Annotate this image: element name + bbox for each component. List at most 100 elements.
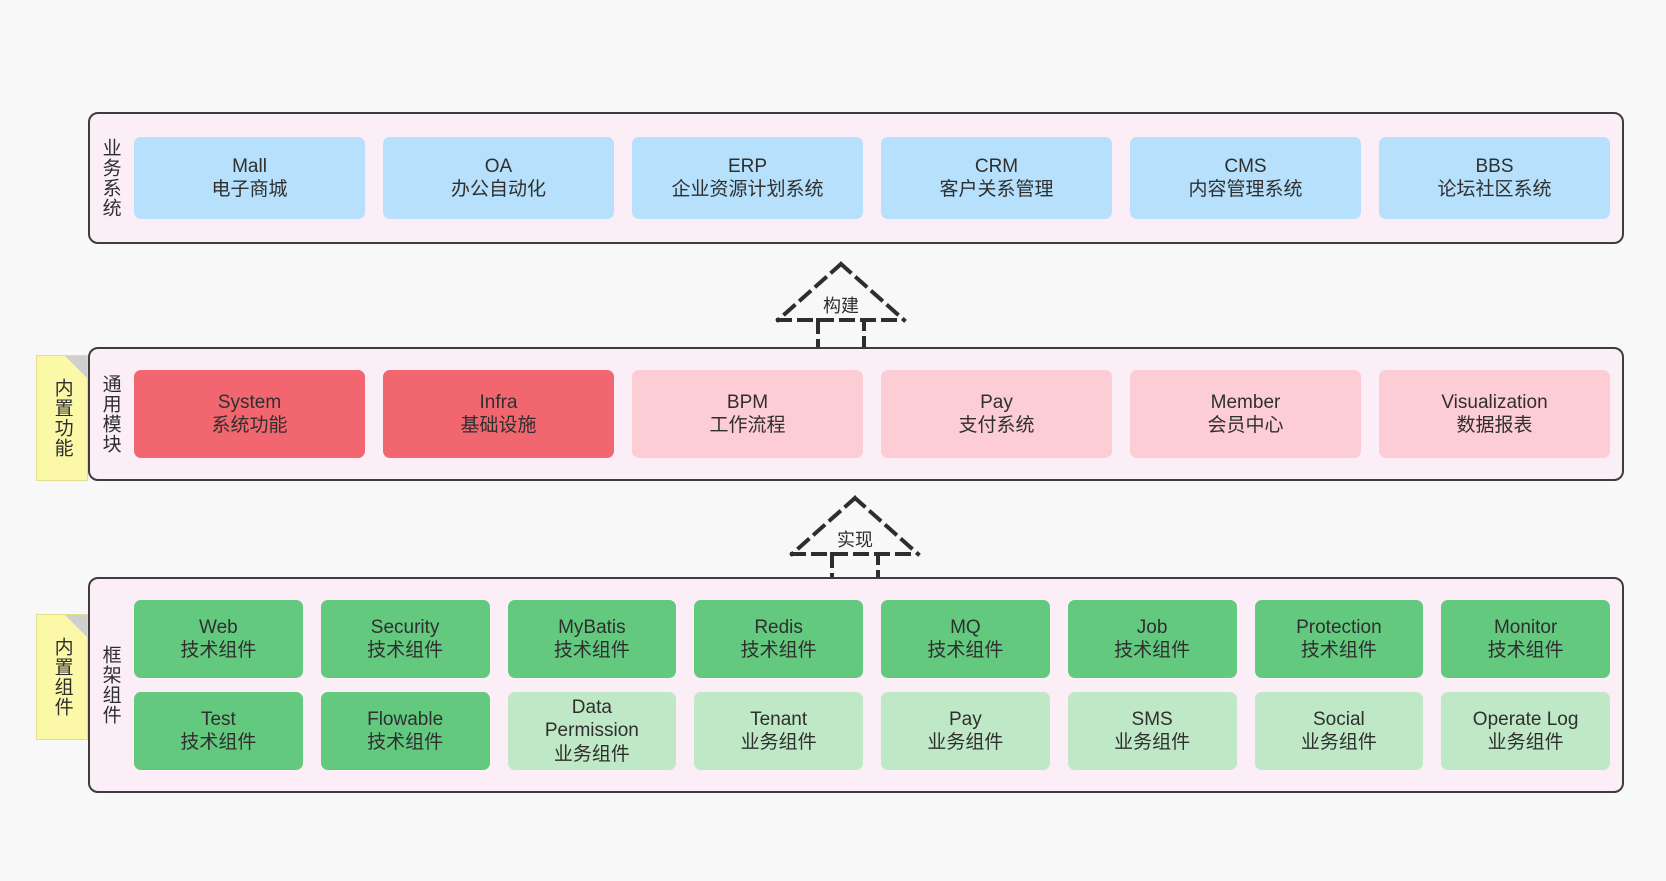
card-pay-module-desc: 支付系统	[958, 415, 1035, 436]
card-infra-desc: 基础设施	[460, 415, 537, 436]
card-visualization[interactable]: Visualization 数据报表	[1379, 370, 1610, 458]
card-test-name: Test	[200, 708, 236, 730]
module-card-row: System 系统功能 Infra 基础设施 BPM 工作流程 Pay 支付系统…	[134, 370, 1610, 458]
card-mybatis-name: MyBatis	[558, 616, 626, 638]
layer-common-modules: 通用模块 System 系统功能 Infra 基础设施 BPM 工作流程 Pay…	[88, 347, 1624, 481]
card-member[interactable]: Member 会员中心	[1130, 370, 1361, 458]
card-job-name: Job	[1136, 616, 1168, 638]
card-pay-component-name: Pay	[949, 708, 982, 730]
card-bpm[interactable]: BPM 工作流程	[632, 370, 863, 458]
card-system[interactable]: System 系统功能	[134, 370, 365, 458]
card-social[interactable]: Social 业务组件	[1254, 692, 1424, 770]
layer-framework-components-body: Web 技术组件 Security 技术组件 MyBatis 技术组件 Redi…	[130, 579, 1622, 791]
card-erp[interactable]: ERP 企业资源计划系统	[632, 137, 863, 219]
card-mq[interactable]: MQ 技术组件	[881, 600, 1050, 678]
card-operate-log-desc: 业务组件	[1487, 732, 1564, 753]
card-social-desc: 业务组件	[1300, 732, 1377, 753]
layer-common-modules-body: System 系统功能 Infra 基础设施 BPM 工作流程 Pay 支付系统…	[130, 349, 1622, 479]
card-pay-component[interactable]: Pay 业务组件	[881, 692, 1050, 770]
card-bpm-name: BPM	[726, 391, 769, 413]
card-erp-desc: 企业资源计划系统	[671, 179, 824, 200]
card-mq-desc: 技术组件	[927, 640, 1004, 661]
card-infra[interactable]: Infra 基础设施	[383, 370, 614, 458]
card-job-desc: 技术组件	[1114, 640, 1191, 661]
card-tenant[interactable]: Tenant 业务组件	[694, 692, 863, 770]
card-test[interactable]: Test 技术组件	[134, 692, 303, 770]
card-bpm-desc: 工作流程	[709, 415, 786, 436]
card-visualization-name: Visualization	[1441, 391, 1548, 413]
arrow-implement-shape	[789, 495, 921, 590]
card-pay-component-desc: 业务组件	[927, 732, 1004, 753]
card-pay-module[interactable]: Pay 支付系统	[881, 370, 1112, 458]
card-mybatis[interactable]: MyBatis 技术组件	[507, 600, 677, 678]
card-erp-name: ERP	[727, 155, 768, 177]
card-cms[interactable]: CMS 内容管理系统	[1130, 137, 1361, 219]
card-social-name: Social	[1313, 708, 1365, 730]
card-flowable[interactable]: Flowable 技术组件	[320, 692, 490, 770]
note-fold-corner-icon	[65, 615, 87, 637]
note-builtin-components-label: 内置组件	[51, 637, 73, 717]
card-mq-name: MQ	[950, 616, 981, 638]
card-crm[interactable]: CRM 客户关系管理	[881, 137, 1112, 219]
layer-framework-components-title: 框架组件	[99, 645, 121, 725]
card-test-desc: 技术组件	[180, 732, 257, 753]
card-infra-name: Infra	[479, 391, 518, 413]
card-oa[interactable]: OA 办公自动化	[383, 137, 614, 219]
card-bbs-desc: 论坛社区系统	[1437, 179, 1552, 200]
card-cms-name: CMS	[1224, 155, 1267, 177]
card-system-desc: 系统功能	[211, 415, 288, 436]
card-tenant-name: Tenant	[750, 708, 808, 730]
card-member-name: Member	[1210, 391, 1281, 413]
card-data-permission-desc: 业务组件	[553, 743, 630, 765]
card-flowable-desc: 技术组件	[367, 732, 444, 753]
card-data-permission[interactable]: Data Permission 业务组件	[507, 692, 677, 770]
card-member-desc: 会员中心	[1207, 415, 1284, 436]
arrow-implement: 实现	[770, 492, 940, 592]
framework-tech-row: Web 技术组件 Security 技术组件 MyBatis 技术组件 Redi…	[134, 600, 1610, 678]
card-operate-log[interactable]: Operate Log 业务组件	[1441, 692, 1610, 770]
card-monitor[interactable]: Monitor 技术组件	[1441, 600, 1610, 678]
card-bbs[interactable]: BBS 论坛社区系统	[1379, 137, 1610, 219]
layer-framework-components: 框架组件 Web 技术组件 Security 技术组件 MyBatis 技术组件…	[88, 577, 1624, 793]
arrow-build-label: 构建	[823, 296, 859, 316]
card-data-permission-name: Data Permission	[544, 697, 639, 742]
layer-common-modules-title: 通用模块	[99, 374, 121, 454]
card-redis[interactable]: Redis 技术组件	[694, 600, 863, 678]
card-crm-name: CRM	[974, 155, 1019, 177]
card-cms-desc: 内容管理系统	[1188, 179, 1303, 200]
card-tenant-desc: 业务组件	[740, 732, 817, 753]
card-monitor-desc: 技术组件	[1487, 640, 1564, 661]
card-web-desc: 技术组件	[180, 640, 257, 661]
card-protection[interactable]: Protection 技术组件	[1254, 600, 1424, 678]
card-security[interactable]: Security 技术组件	[320, 600, 490, 678]
arrow-build-shape	[775, 261, 907, 356]
framework-business-row: Test 技术组件 Flowable 技术组件 Data Permission …	[134, 692, 1610, 770]
layer-business-system-title: 业务系统	[99, 138, 121, 218]
card-flowable-name: Flowable	[367, 708, 444, 730]
card-pay-module-name: Pay	[980, 391, 1013, 413]
layer-business-system: 业务系统 Mall 电子商城 OA 办公自动化 ERP 企业资源计划系统 CRM…	[88, 112, 1624, 244]
card-protection-name: Protection	[1296, 616, 1382, 638]
card-web-name: Web	[199, 616, 238, 638]
card-mall[interactable]: Mall 电子商城	[134, 137, 365, 219]
card-web[interactable]: Web 技术组件	[134, 600, 303, 678]
card-sms-name: SMS	[1131, 708, 1173, 730]
card-oa-desc: 办公自动化	[450, 179, 546, 200]
note-builtin-features: 内置功能	[36, 355, 88, 481]
card-job[interactable]: Job 技术组件	[1067, 600, 1237, 678]
card-redis-name: Redis	[754, 616, 803, 638]
card-system-name: System	[217, 391, 282, 413]
card-mall-name: Mall	[232, 155, 267, 177]
note-builtin-features-label: 内置功能	[51, 378, 73, 458]
card-security-desc: 技术组件	[367, 640, 444, 661]
card-redis-desc: 技术组件	[740, 640, 817, 661]
business-card-row: Mall 电子商城 OA 办公自动化 ERP 企业资源计划系统 CRM 客户关系…	[134, 137, 1610, 219]
arrow-build: 构建	[756, 258, 926, 358]
layer-business-system-body: Mall 电子商城 OA 办公自动化 ERP 企业资源计划系统 CRM 客户关系…	[130, 114, 1622, 242]
note-builtin-components: 内置组件	[36, 614, 88, 740]
card-sms[interactable]: SMS 业务组件	[1067, 692, 1237, 770]
card-security-name: Security	[370, 616, 440, 638]
note-fold-corner-icon	[65, 356, 87, 378]
card-mall-desc: 电子商城	[211, 179, 288, 200]
